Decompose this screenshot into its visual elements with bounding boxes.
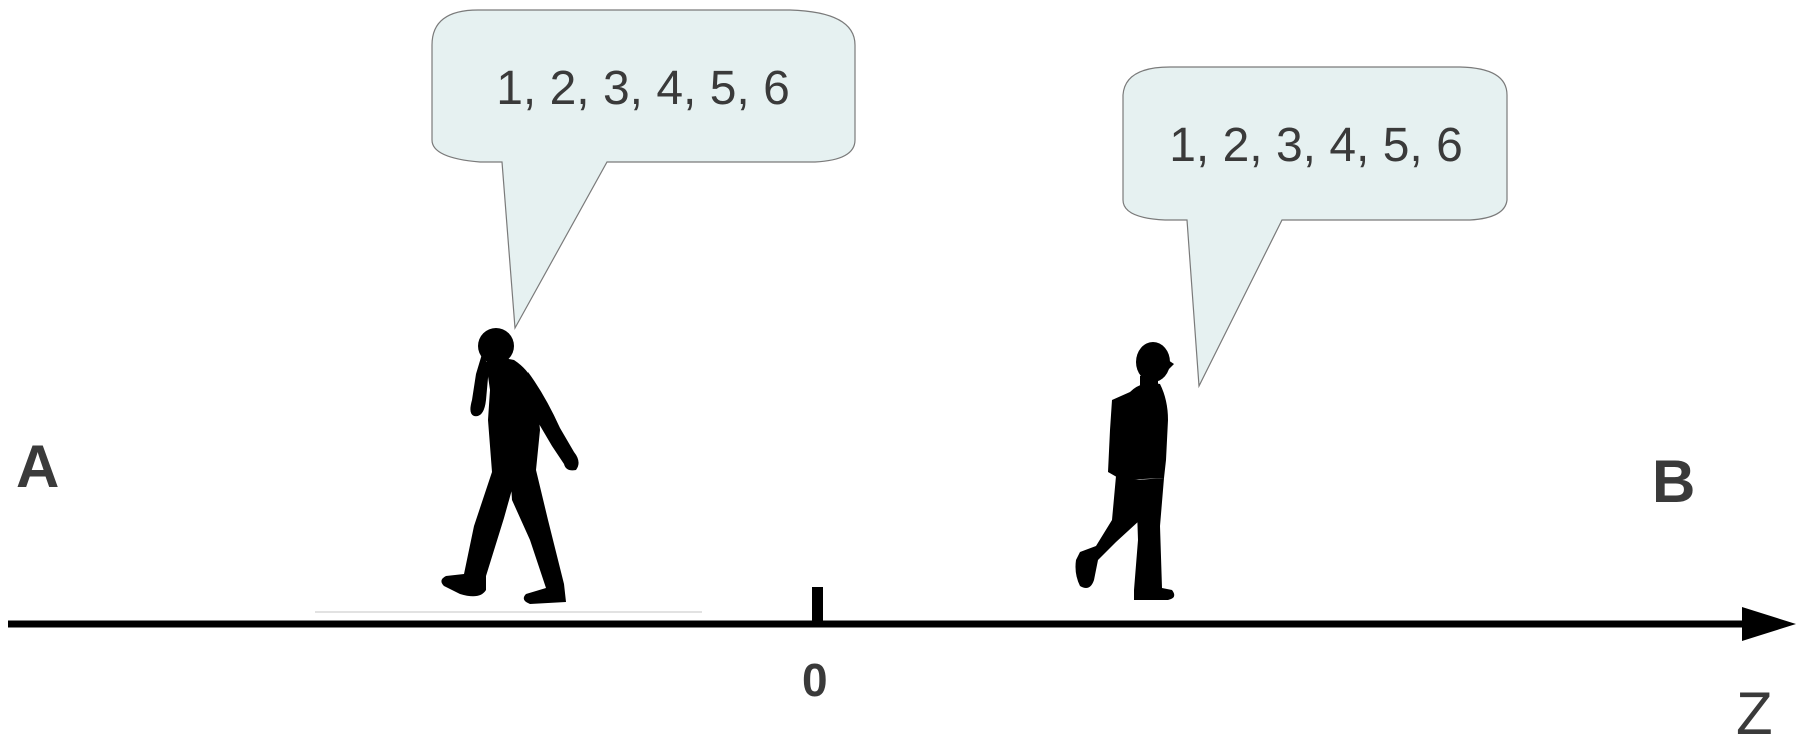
speech-text-left: 1, 2, 3, 4, 5, 6 [496, 62, 790, 115]
person-left-silhouette-icon [441, 328, 579, 604]
point-b-label: B [1652, 448, 1695, 515]
z-axis-label: Z [1736, 680, 1773, 737]
speech-bubble-left: 1, 2, 3, 4, 5, 6 [431, 9, 856, 331]
speech-bubble-right: 1, 2, 3, 4, 5, 6 [1122, 66, 1508, 389]
person-right-silhouette-icon [1075, 342, 1175, 600]
origin-label: 0 [802, 654, 828, 706]
origin-tick [812, 587, 823, 624]
speech-text-right: 1, 2, 3, 4, 5, 6 [1169, 119, 1463, 172]
z-axis [8, 587, 1796, 641]
point-a-label: A [16, 433, 59, 500]
axis-arrowhead [1742, 607, 1796, 641]
